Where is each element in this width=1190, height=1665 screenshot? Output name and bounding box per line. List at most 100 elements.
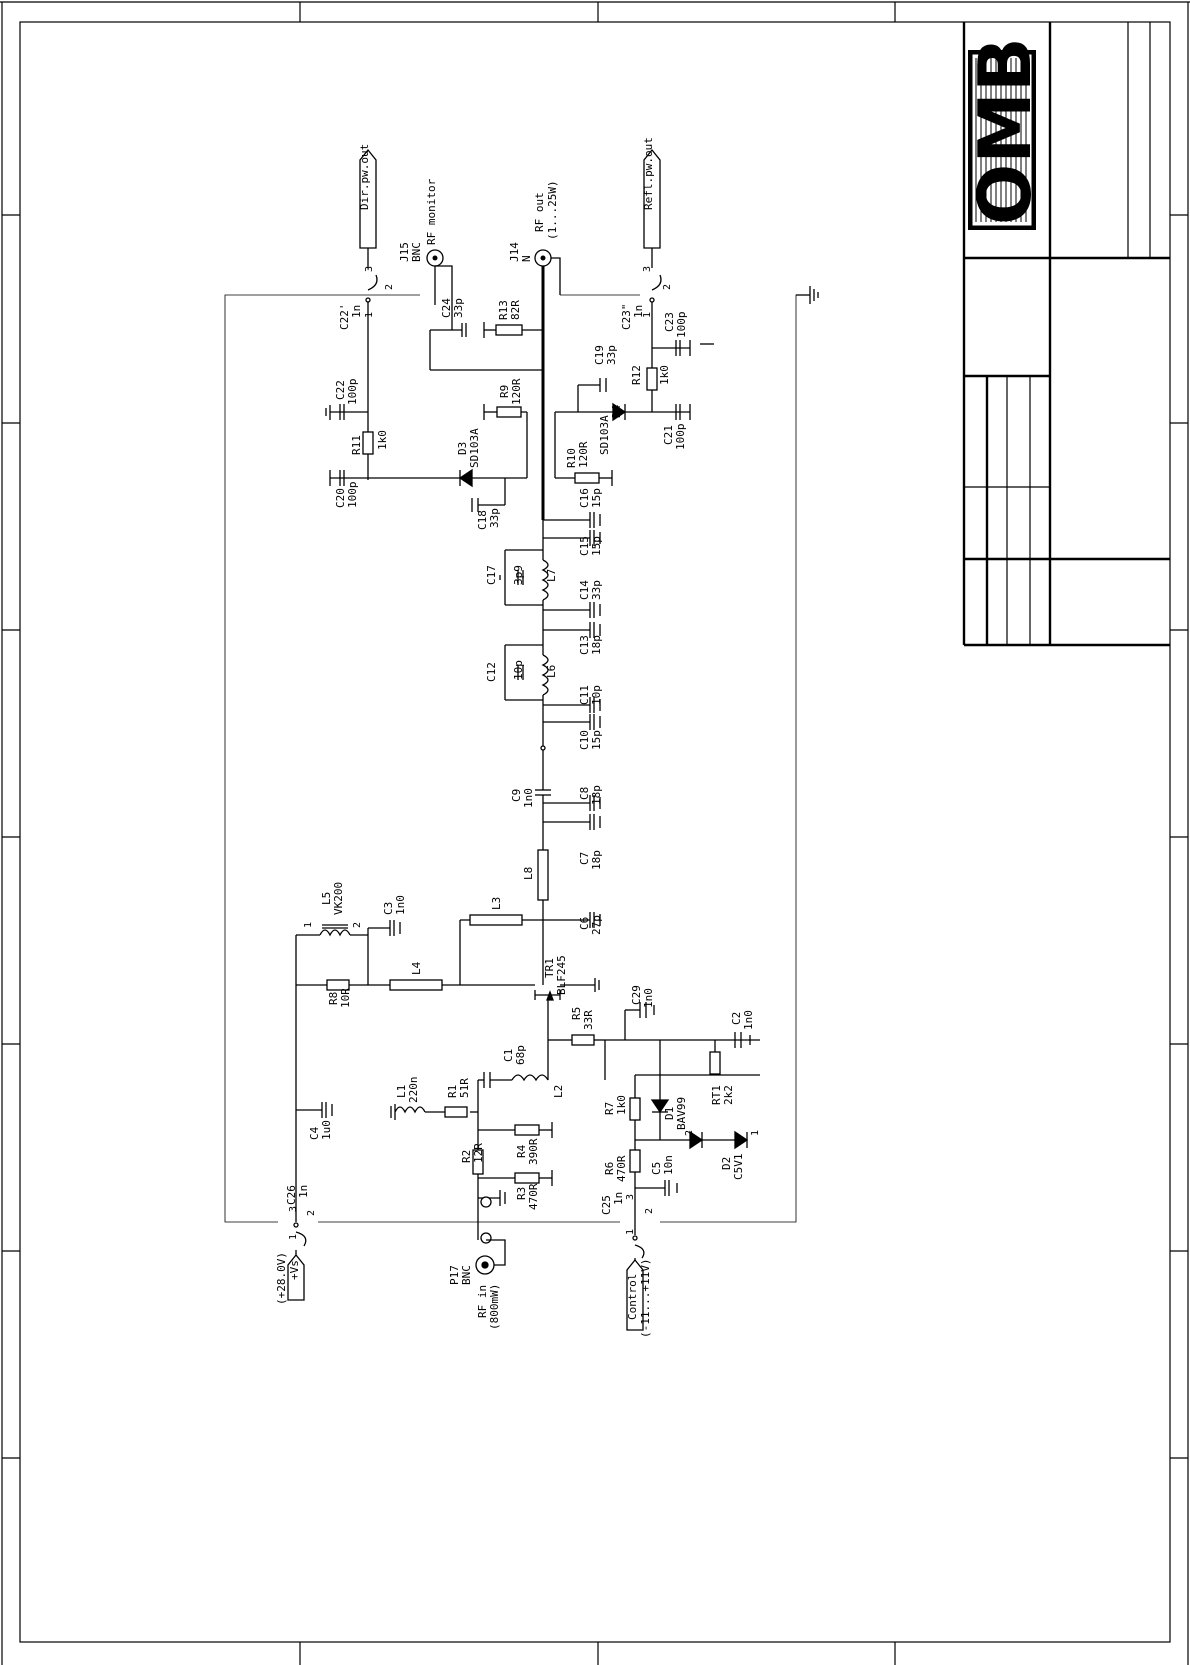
label-c9-v: 1n0 xyxy=(522,788,535,808)
shield-outline xyxy=(224,294,810,1223)
pin-number: 2 xyxy=(684,1130,695,1136)
label-c25: C25 xyxy=(600,1195,613,1215)
label-c16-v: 15p xyxy=(590,488,603,508)
label-r5: R5 xyxy=(570,1007,583,1020)
label-c18-v: 33p xyxy=(488,508,501,528)
label-c26: C26 xyxy=(285,1185,298,1205)
label-r2: R2 xyxy=(460,1150,473,1163)
label-c26-v: 1n xyxy=(297,1185,310,1198)
dir-pw-out-connector xyxy=(359,148,377,268)
control-connector xyxy=(626,1220,645,1331)
label-c11: C11 xyxy=(578,685,591,705)
label-c19: C19 xyxy=(593,345,606,365)
label-p17: P17 xyxy=(448,1265,461,1285)
label-l1: L1 xyxy=(395,1085,408,1098)
label-r11-v: 1k0 xyxy=(376,430,389,450)
label-c12: C12 xyxy=(485,662,498,682)
label-r13: R13 xyxy=(497,300,510,320)
label-sd103a-d4: SD103A xyxy=(598,415,611,455)
label-c17: C17 xyxy=(485,565,498,585)
label-d4: D4 xyxy=(610,404,623,418)
label-c14: C14 xyxy=(578,580,591,600)
label-j14-n: N xyxy=(520,255,533,262)
coupler-right xyxy=(554,274,714,486)
label-c13-v: 18p xyxy=(590,635,603,655)
label-c24-v: 33p xyxy=(452,298,465,318)
pin-number: 1 xyxy=(750,1130,761,1136)
j15-bnc-connector xyxy=(426,249,453,305)
label-c21: C21 xyxy=(662,425,675,445)
label-c5-v: 10n xyxy=(662,1155,675,1175)
label-r1-v: 51R xyxy=(458,1078,471,1098)
label-c18: C18 xyxy=(476,510,489,530)
label-j14: J14 xyxy=(508,242,521,262)
label-c1: C1 xyxy=(502,1049,515,1062)
pin-number: 2 xyxy=(306,1210,317,1216)
label-c20: C20 xyxy=(334,488,347,508)
refl-pw-out-connector xyxy=(643,148,661,268)
tr1-blf245 xyxy=(534,920,600,1040)
label-c22p-v: 1n xyxy=(350,305,363,318)
label-l7: L7 xyxy=(545,569,558,582)
label-c16: C16 xyxy=(578,488,591,508)
label-l5-v: VK200 xyxy=(332,882,345,915)
label-r4: R4 xyxy=(515,1144,528,1158)
label-control-range: (-11...+11V) xyxy=(639,1259,652,1338)
label-r6-v: 470R xyxy=(615,1155,628,1182)
label-l2: L2 xyxy=(552,1085,565,1098)
label-c3-v: 1n0 xyxy=(394,895,407,915)
label-d1: D1 xyxy=(663,1107,676,1120)
label-r8: R8 xyxy=(327,992,340,1005)
label-c23-v: 100p xyxy=(675,312,688,339)
label-refl-out: Refl.pw.out xyxy=(642,137,655,210)
label-c11-v: 10p xyxy=(590,685,603,705)
label-c7-v: 18p xyxy=(590,850,603,870)
output-filter xyxy=(499,520,551,920)
label-r3: R3 xyxy=(515,1187,528,1200)
ground-symbol xyxy=(796,286,819,304)
label-rf-out: RF out xyxy=(533,192,546,232)
label-rt1: RT1 xyxy=(710,1085,723,1105)
label-c23p: C23" xyxy=(620,304,633,331)
pin-number: 2 xyxy=(662,284,673,290)
label-c25-v: 1n xyxy=(612,1192,625,1205)
label-dir-out: Dir.pw.out xyxy=(358,144,371,210)
coupler-left xyxy=(325,274,543,512)
label-r13-v: 82R xyxy=(509,300,522,320)
label-rf-in: RF in xyxy=(476,1285,489,1318)
label-r4-v: 390R xyxy=(527,1138,540,1165)
label-r6: R6 xyxy=(603,1162,616,1175)
label-c24: C24 xyxy=(440,298,453,318)
label-l4: L4 xyxy=(410,961,423,975)
label-vs: +Vs xyxy=(288,1260,301,1280)
label-c9: C9 xyxy=(510,789,523,802)
pin-number: 3 xyxy=(364,266,375,272)
label-r5-v: 33R xyxy=(582,1010,595,1030)
label-c4: C4 xyxy=(308,1126,321,1140)
pin-number: 2 xyxy=(352,922,363,928)
label-c2: C2 xyxy=(730,1012,743,1025)
j14-n-connector xyxy=(534,249,561,295)
pin-number: 2 xyxy=(384,284,395,290)
label-c23p-v: 1n xyxy=(632,305,645,318)
label-l3: L3 xyxy=(490,897,503,910)
label-r8-v: 10R xyxy=(339,988,352,1008)
label-c22-v: 100p xyxy=(346,379,359,406)
label-r9-v: 120R xyxy=(510,378,523,405)
label-c4-v: 1u0 xyxy=(320,1120,333,1140)
label-c10-v: 15p xyxy=(590,730,603,750)
drain-supply xyxy=(295,914,543,1222)
label-c3: C3 xyxy=(382,902,395,915)
pin-number: 2 xyxy=(644,1208,655,1214)
label-rt1-v: 2k2 xyxy=(722,1085,735,1105)
pin-number: 3 xyxy=(288,1206,299,1212)
label-c8: C8 xyxy=(578,787,591,800)
label-d1-v: BAV99 xyxy=(675,1097,688,1130)
label-c13: C13 xyxy=(578,635,591,655)
input-network xyxy=(390,1040,553,1275)
label-j15: J15 xyxy=(398,242,411,262)
label-j15-bnc: BNC xyxy=(410,242,423,262)
label-l6: L6 xyxy=(545,665,558,678)
